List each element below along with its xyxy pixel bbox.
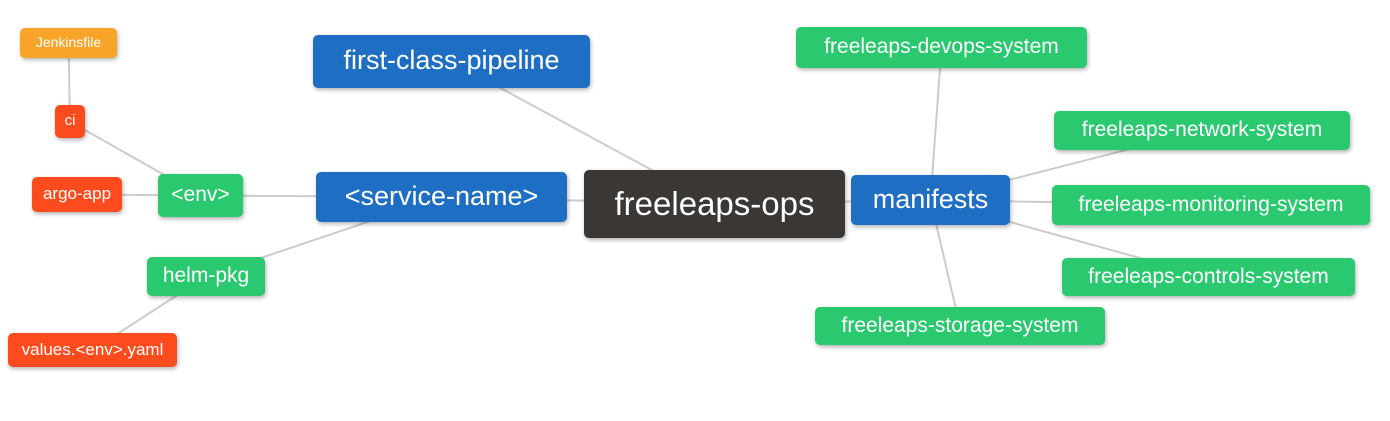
node-first-class-pipeline[interactable]: first-class-pipeline bbox=[313, 35, 590, 88]
node-label: freeleaps-storage-system bbox=[841, 313, 1079, 337]
node-label: ci bbox=[64, 112, 76, 129]
node-helm-pkg[interactable]: helm-pkg bbox=[147, 257, 265, 296]
node-label: freeleaps-devops-system bbox=[824, 35, 1059, 58]
node-ci[interactable]: ci bbox=[55, 105, 85, 138]
node-monitoring-system[interactable]: freeleaps-monitoring-system bbox=[1052, 185, 1370, 225]
node-service-name[interactable]: <service-name> bbox=[316, 172, 567, 222]
node-label: values.<env>.yaml bbox=[21, 339, 164, 359]
node-manifests[interactable]: manifests bbox=[851, 175, 1010, 225]
node-values-env-yaml[interactable]: values.<env>.yaml bbox=[8, 333, 177, 367]
node-label: <service-name> bbox=[344, 180, 539, 211]
node-controls-system[interactable]: freeleaps-controls-system bbox=[1062, 258, 1355, 296]
node-label: first-class-pipeline bbox=[343, 45, 560, 75]
edge-manifests-devops-system bbox=[929, 47, 943, 201]
node-label: helm-pkg bbox=[162, 264, 250, 287]
node-label: argo-app bbox=[42, 184, 112, 203]
node-label: freeleaps-controls-system bbox=[1088, 264, 1329, 288]
node-devops-system[interactable]: freeleaps-devops-system bbox=[796, 27, 1087, 68]
node-network-system[interactable]: freeleaps-network-system bbox=[1054, 111, 1350, 150]
node-label: freeleaps-network-system bbox=[1081, 118, 1323, 141]
node-label: freeleaps-monitoring-system bbox=[1078, 192, 1344, 216]
node-argo-app[interactable]: argo-app bbox=[32, 177, 122, 212]
node-storage-system[interactable]: freeleaps-storage-system bbox=[815, 307, 1105, 345]
node-label: manifests bbox=[872, 183, 989, 214]
node-env[interactable]: <env> bbox=[158, 174, 243, 217]
node-freeleaps-ops[interactable]: freeleaps-ops bbox=[584, 170, 845, 238]
node-label: freeleaps-ops bbox=[614, 184, 815, 222]
node-label: Jenkinsfile bbox=[35, 34, 102, 50]
node-label: <env> bbox=[171, 183, 230, 206]
node-jenkinsfile[interactable]: Jenkinsfile bbox=[20, 28, 117, 58]
